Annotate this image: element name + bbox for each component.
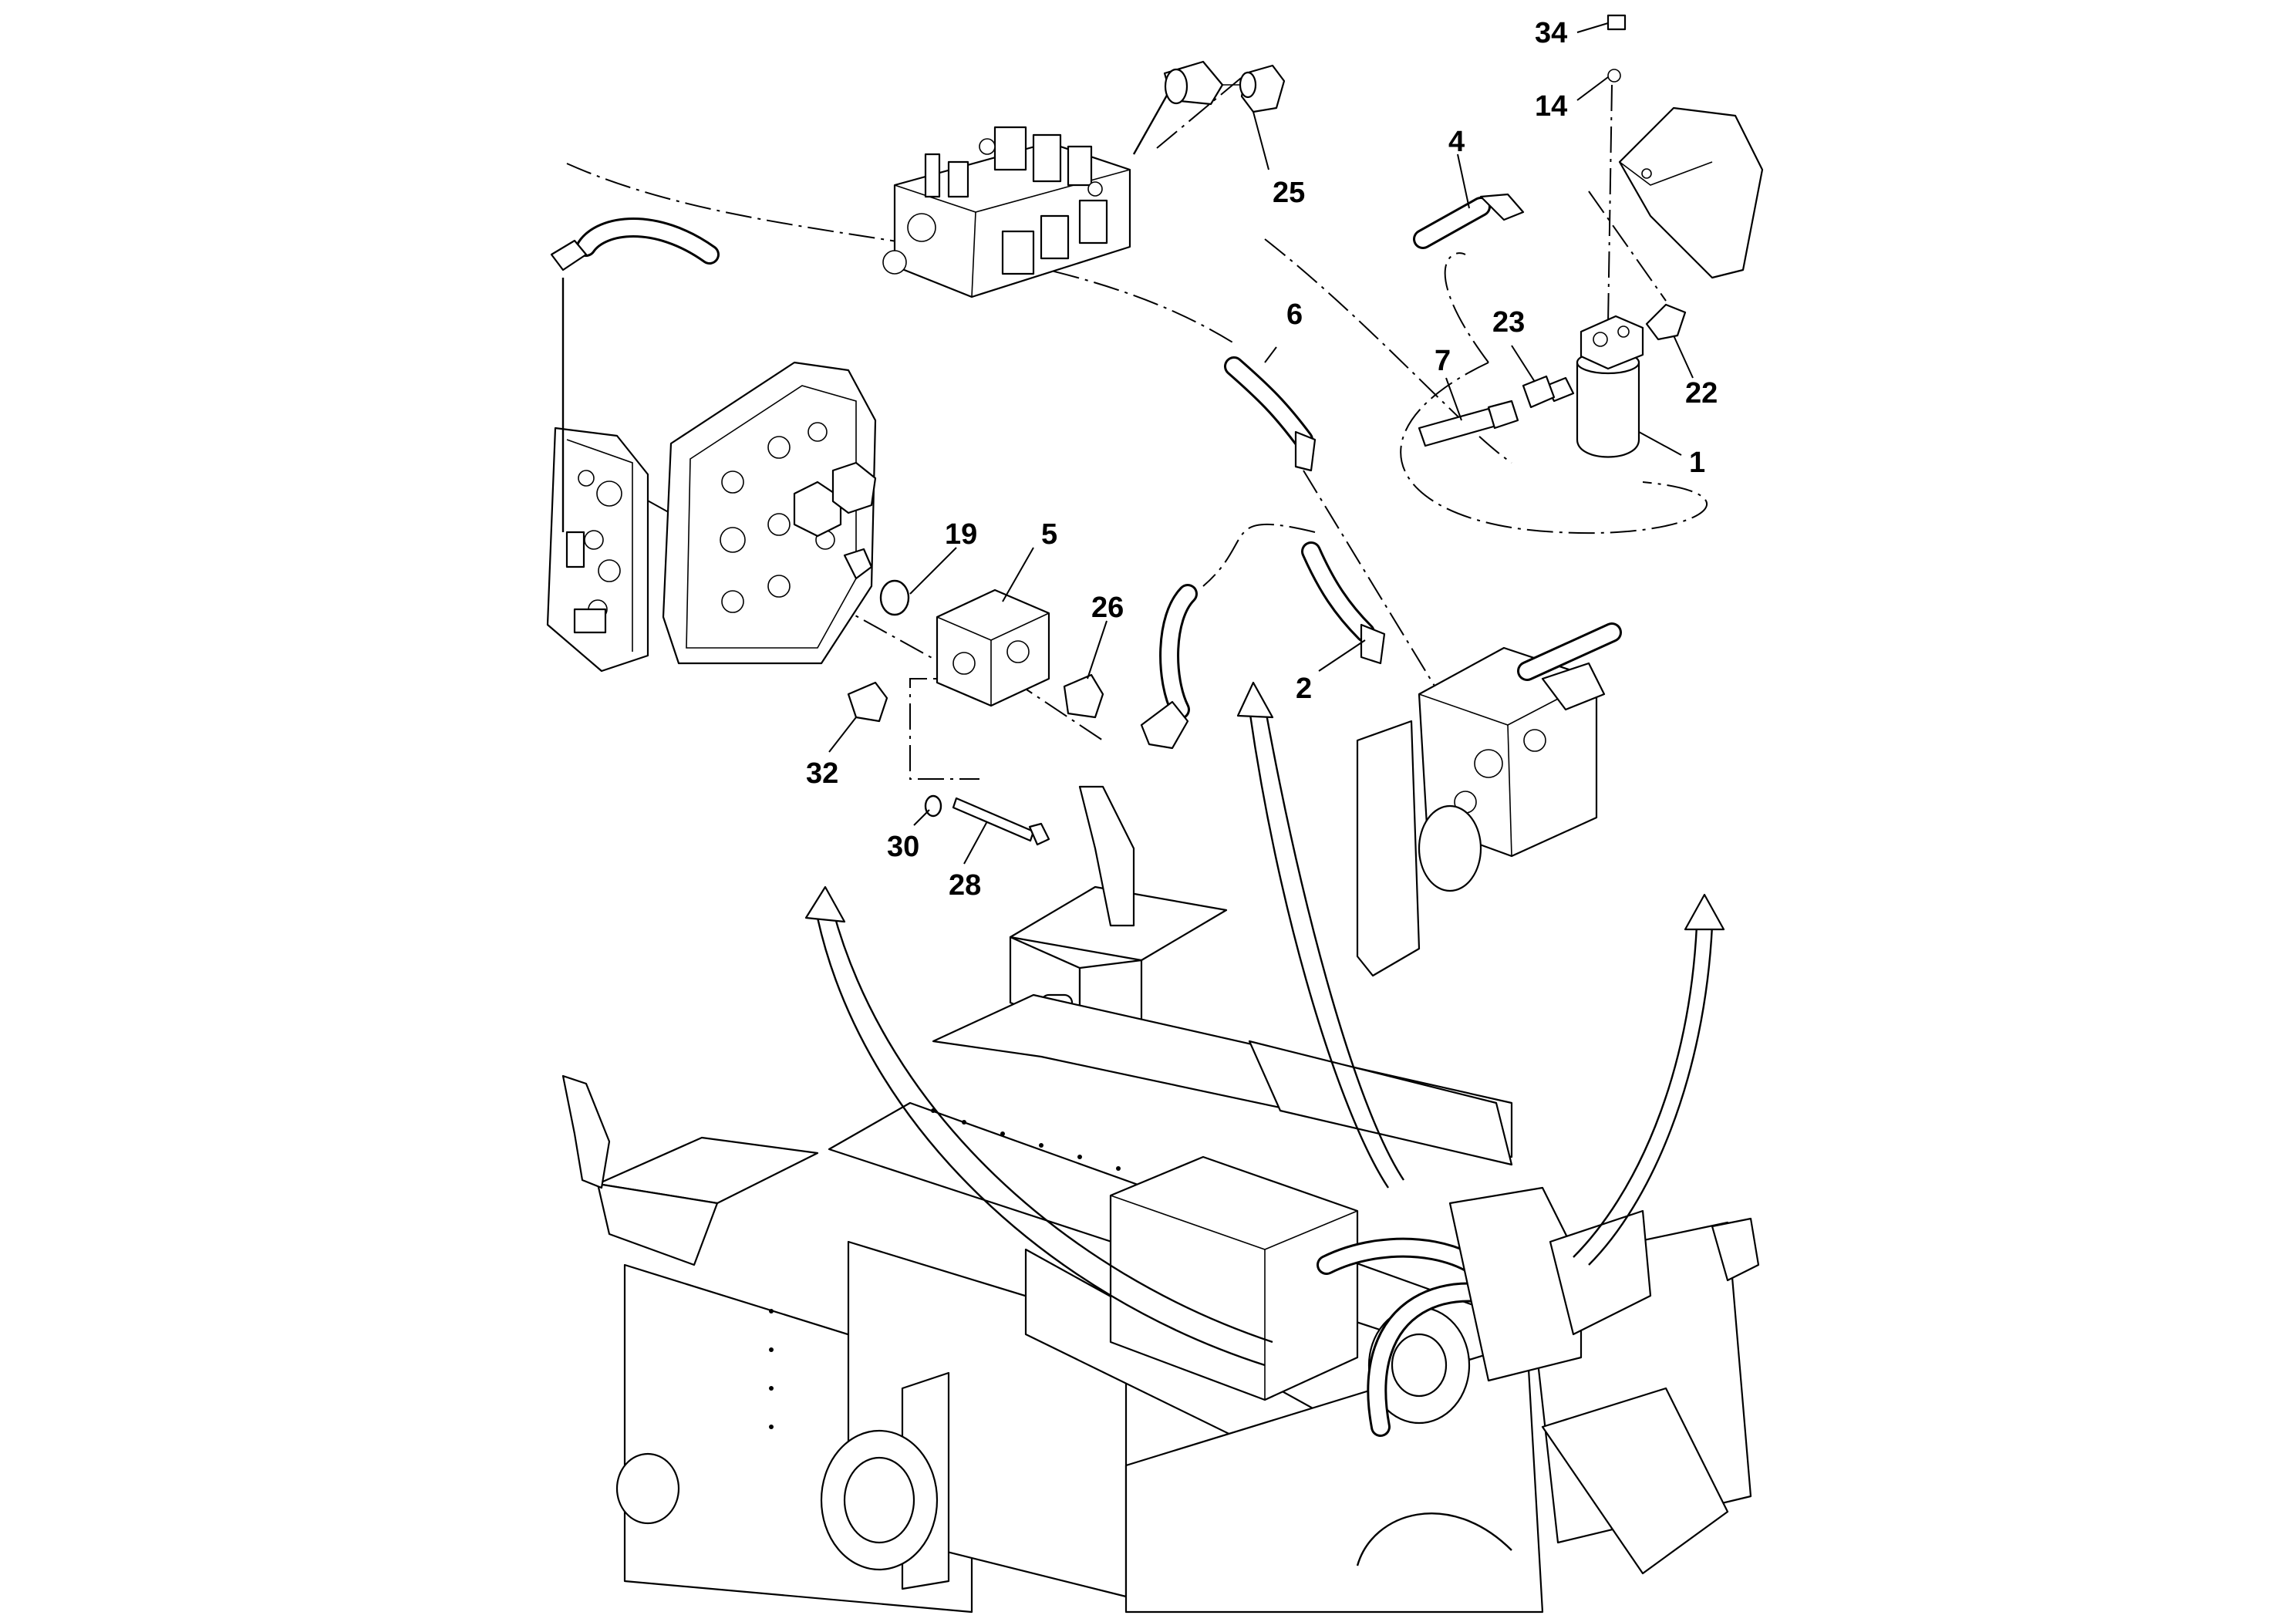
pump-side-plate bbox=[546, 278, 649, 673]
callout-7: 7 bbox=[1435, 345, 1451, 377]
pipe-7 bbox=[1418, 400, 1519, 447]
assembly-arrows bbox=[804, 681, 1725, 1367]
callout-6: 6 bbox=[1286, 298, 1303, 331]
hydraulic-pump bbox=[1356, 622, 1622, 977]
hose-6 bbox=[550, 218, 1317, 472]
callout-19: 19 bbox=[945, 518, 977, 551]
callout-22: 22 bbox=[1685, 377, 1718, 410]
cap-25 bbox=[1239, 64, 1286, 113]
callout-14: 14 bbox=[1535, 90, 1567, 123]
callout-5: 5 bbox=[1041, 518, 1057, 551]
callout-2: 2 bbox=[1296, 673, 1312, 705]
callout-labels: 34 14 4 25 6 23 7 22 1 19 5 26 2 32 30 2… bbox=[806, 17, 1718, 902]
callout-23: 23 bbox=[1492, 306, 1525, 339]
callout-28: 28 bbox=[949, 869, 981, 902]
callout-1: 1 bbox=[1689, 447, 1705, 479]
filter-1 bbox=[1545, 303, 1687, 458]
plug-32 bbox=[847, 681, 888, 723]
callout-4: 4 bbox=[1448, 126, 1465, 158]
callout-30: 30 bbox=[887, 831, 919, 863]
chassis-frame bbox=[561, 785, 1760, 1614]
callout-34: 34 bbox=[1535, 17, 1567, 49]
fitting-elbow bbox=[1163, 60, 1249, 106]
block-5 bbox=[936, 588, 1050, 707]
fitting-26 bbox=[1063, 673, 1104, 719]
washer-30 bbox=[924, 794, 942, 818]
callout-25: 25 bbox=[1273, 177, 1305, 209]
bolt-28 bbox=[952, 797, 1050, 846]
callout-26: 26 bbox=[1091, 592, 1124, 624]
oring-19 bbox=[879, 579, 910, 616]
bracket bbox=[1618, 106, 1764, 279]
hose-4 bbox=[1413, 193, 1525, 249]
hose-2 bbox=[1140, 541, 1386, 750]
control-valve-block bbox=[882, 92, 1170, 298]
pump-main-plate bbox=[662, 361, 877, 665]
leader-lines bbox=[828, 22, 1694, 865]
adapter-23 bbox=[1522, 375, 1556, 409]
callout-32: 32 bbox=[806, 757, 838, 790]
bolt-34 bbox=[1607, 14, 1627, 83]
